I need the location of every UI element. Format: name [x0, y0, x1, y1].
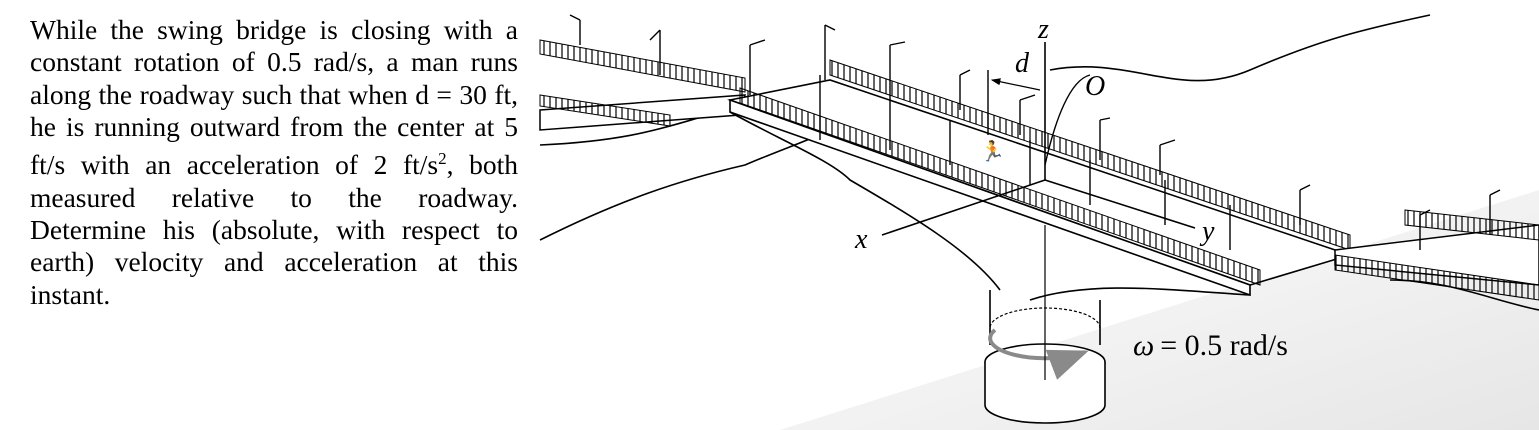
x-axis [881, 179, 1046, 236]
omega-label: ω= 0.5 rad/s [1133, 329, 1288, 362]
swing-bridge-figure: z d O 🏃 x y ω= 0.5 rad/s [539, 14, 1539, 430]
lamp-posts [569, 14, 1501, 250]
problem-text-part2: , both measured relative to the roadway.… [30, 149, 518, 310]
terrain-line-upper [1049, 14, 1431, 82]
O-leader-line [1044, 74, 1091, 166]
problem-text-part1: While the swing bridge is closing with a… [30, 14, 518, 181]
bridge-arch [729, 111, 1001, 291]
left-approach-railing [539, 39, 746, 93]
left-approach-railing-front [539, 94, 671, 127]
y-axis [1044, 179, 1196, 229]
d-label: d [1015, 48, 1030, 79]
right-approach-railing [1404, 209, 1539, 241]
omega-symbol: ω [1133, 329, 1154, 362]
x-axis-label: x [854, 224, 868, 255]
y-axis-label: y [1199, 216, 1215, 247]
O-label: O [1085, 71, 1105, 102]
bridge-arch-right [1029, 287, 1251, 301]
running-man-icon: 🏃 [980, 139, 1005, 163]
right-approach-railing-front [1334, 254, 1539, 301]
rotation-arrow [988, 328, 1089, 380]
front-railing [739, 87, 1261, 286]
terrain-line-left-lower [539, 129, 831, 241]
z-axis-label: z [1037, 14, 1049, 45]
problem-paragraph: While the swing bridge is closing with a… [30, 14, 518, 311]
exponent: 2 [438, 149, 447, 169]
d-dimension-arrow [990, 78, 1041, 91]
omega-value: = 0.5 rad/s [1160, 329, 1288, 362]
problem-statement: While the swing bridge is closing with a… [30, 14, 518, 311]
